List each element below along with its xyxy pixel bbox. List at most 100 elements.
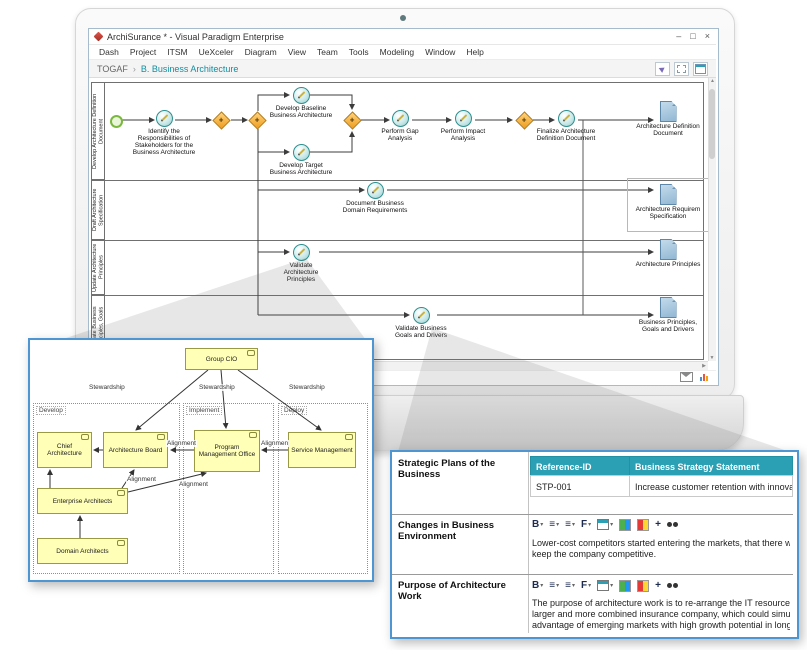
lane-header-develop-architecture-definition-document[interactable]: Develop Architecture Definition Document (91, 82, 105, 180)
menu-team[interactable]: Team (317, 47, 338, 57)
add-icon[interactable]: + (655, 579, 661, 591)
box-domain-architects[interactable]: Domain Architects (37, 538, 128, 564)
lane-header-update-architecture-principles[interactable]: Update Architecture Principles (91, 240, 105, 295)
vertical-scrollbar[interactable]: ▲ (708, 78, 716, 361)
find-icon[interactable] (666, 583, 672, 588)
doc-architecture-definition-document[interactable]: Architecture Definition Document (633, 101, 703, 137)
document-icon (659, 297, 677, 318)
sequence-flows (120, 92, 654, 318)
task-icon (155, 110, 173, 127)
font-icon[interactable]: F▾ (580, 518, 592, 530)
region-implement[interactable]: Implement (183, 403, 274, 574)
title-bar: ArchiSurance * - Visual Paradigm Enterpr… (89, 29, 716, 45)
row-label-purpose-of-architecture-work: Purpose of Architecture Work (398, 580, 506, 602)
task-identify-responsibilities[interactable]: Identify the Responsibilities of Stakeho… (128, 110, 200, 156)
task-icon (412, 307, 430, 324)
document-icon (659, 184, 677, 205)
doc-architecture-principles[interactable]: Architecture Principles (633, 239, 703, 268)
font-icon[interactable]: F▾ (580, 579, 592, 591)
org-relationships (47, 369, 322, 538)
box-chief-architecture[interactable]: Chief Architecture (37, 432, 92, 468)
menu-diagram[interactable]: Diagram (244, 47, 277, 57)
task-perform-gap-analysis[interactable]: Perform Gap Analysis (371, 110, 429, 142)
column-divider (528, 452, 529, 633)
scroll-down-icon[interactable]: ▼ (709, 355, 715, 361)
task-icon (557, 110, 575, 127)
menu-window[interactable]: Window (425, 47, 456, 57)
grid-view-icon[interactable] (693, 61, 708, 76)
menu-view[interactable]: View (287, 47, 306, 57)
box-service-management[interactable]: Service Management (288, 432, 356, 468)
box-enterprise-architects[interactable]: Enterprise Architects (37, 488, 128, 514)
body-text-line: keep the company competitive. (532, 549, 657, 559)
list-icon[interactable]: ≡▾ (565, 518, 575, 530)
region-develop[interactable]: Develop (33, 403, 180, 574)
task-validate-architecture-principles[interactable]: Validate Architecture Principles (272, 244, 330, 283)
menu-help[interactable]: Help (466, 47, 484, 57)
task-develop-target[interactable]: Develop Target Business Architecture (269, 144, 333, 176)
table-cell-strategy-statement[interactable]: Increase customer retention with innova (629, 475, 793, 497)
box-group-cio[interactable]: Group CIO (185, 348, 258, 370)
align-icon[interactable]: ≡▾ (549, 518, 560, 530)
row-label-changes-in-business-environment: Changes in Business Environment (398, 520, 495, 542)
doc-business-principles-goals-drivers[interactable]: Business Principles, Goals and Drivers (633, 297, 703, 333)
list-icon[interactable]: ≡▾ (565, 579, 575, 591)
selection-box (627, 178, 708, 232)
edge-label-alignment: Alignment (166, 440, 197, 447)
diagram-canvas[interactable]: Develop Architecture Definition Document… (89, 78, 708, 361)
table-icon[interactable]: ▾ (597, 580, 613, 591)
menu-uexceler[interactable]: UeXceler (198, 47, 234, 57)
pointer-icon[interactable] (655, 61, 670, 76)
bold-icon[interactable]: B▾ (532, 579, 544, 591)
start-event[interactable] (110, 115, 123, 128)
task-perform-impact-analysis[interactable]: Perform Impact Analysis (433, 110, 493, 142)
format-toolbar: B▾ ≡▾ ≡▾ F▾ ▾ + (532, 578, 678, 593)
breadcrumb-togaf[interactable]: TOGAF (97, 63, 128, 74)
task-validate-business-goals[interactable]: Validate Business Goals and Drivers (390, 307, 452, 339)
format-toolbar: B▾ ≡▾ ≡▾ F▾ ▾ + (532, 517, 678, 532)
task-develop-baseline[interactable]: Develop Baseline Business Architecture (269, 87, 333, 119)
marquee-icon[interactable] (674, 61, 689, 76)
table-cell-stp-001[interactable]: STP-001 (530, 475, 630, 497)
doc-architecture-requirements-specification[interactable]: Architecture Requirem Specification (633, 184, 703, 220)
highlight-swatch-icon[interactable] (637, 579, 650, 592)
task-icon (454, 110, 472, 127)
menu-dash[interactable]: Dash (99, 47, 119, 57)
highlight-swatch-icon[interactable] (637, 518, 650, 531)
window-title: ArchiSurance * - Visual Paradigm Enterpr… (107, 31, 284, 42)
vertical-scroll-thumb[interactable] (709, 89, 715, 159)
minimize-button[interactable]: – (676, 31, 682, 41)
role-icon (157, 434, 165, 440)
edge-label-stewardship: Stewardship (288, 384, 326, 391)
role-icon (81, 434, 89, 440)
menu-project[interactable]: Project (129, 47, 157, 57)
message-pane-icon[interactable] (680, 372, 693, 382)
menu-modeling[interactable]: Modeling (379, 47, 415, 57)
lane-header-draft-architecture-specification[interactable]: Draft Architecture Specification (91, 180, 105, 240)
table-icon[interactable]: ▾ (597, 519, 613, 530)
org-chart-overlay: Develop Implement Deploy (28, 338, 374, 582)
body-text-line: advantage of emerging markets with high … (532, 620, 790, 630)
row-divider (392, 574, 793, 575)
add-icon[interactable]: + (655, 518, 661, 530)
box-architecture-board[interactable]: Architecture Board (103, 432, 168, 468)
menu-itsm[interactable]: ITSM (167, 47, 188, 57)
scroll-up-icon[interactable]: ▲ (710, 78, 715, 84)
edge-label-alignment: Alignment (126, 476, 157, 483)
color-swatch-icon[interactable] (619, 518, 632, 531)
menu-tools[interactable]: Tools (348, 47, 369, 57)
box-program-management-office[interactable]: Program Management Office (194, 430, 260, 472)
task-document-business-domain-requirements[interactable]: Document Business Domain Requirements (340, 182, 410, 214)
task-finalize-architecture-definition[interactable]: Finalize Architecture Definition Documen… (533, 110, 599, 142)
scroll-right-icon[interactable]: ▶ (702, 363, 706, 369)
align-icon[interactable]: ≡▾ (549, 579, 560, 591)
close-button[interactable]: × (704, 31, 710, 41)
edge-label-stewardship: Stewardship (88, 384, 126, 391)
maximize-button[interactable]: □ (690, 31, 696, 41)
color-swatch-icon[interactable] (619, 579, 632, 592)
chart-pane-icon[interactable] (700, 373, 708, 381)
breadcrumb-current[interactable]: B. Business Architecture (140, 63, 239, 74)
bold-icon[interactable]: B▾ (532, 518, 544, 530)
role-icon (247, 350, 255, 356)
find-icon[interactable] (666, 522, 672, 527)
